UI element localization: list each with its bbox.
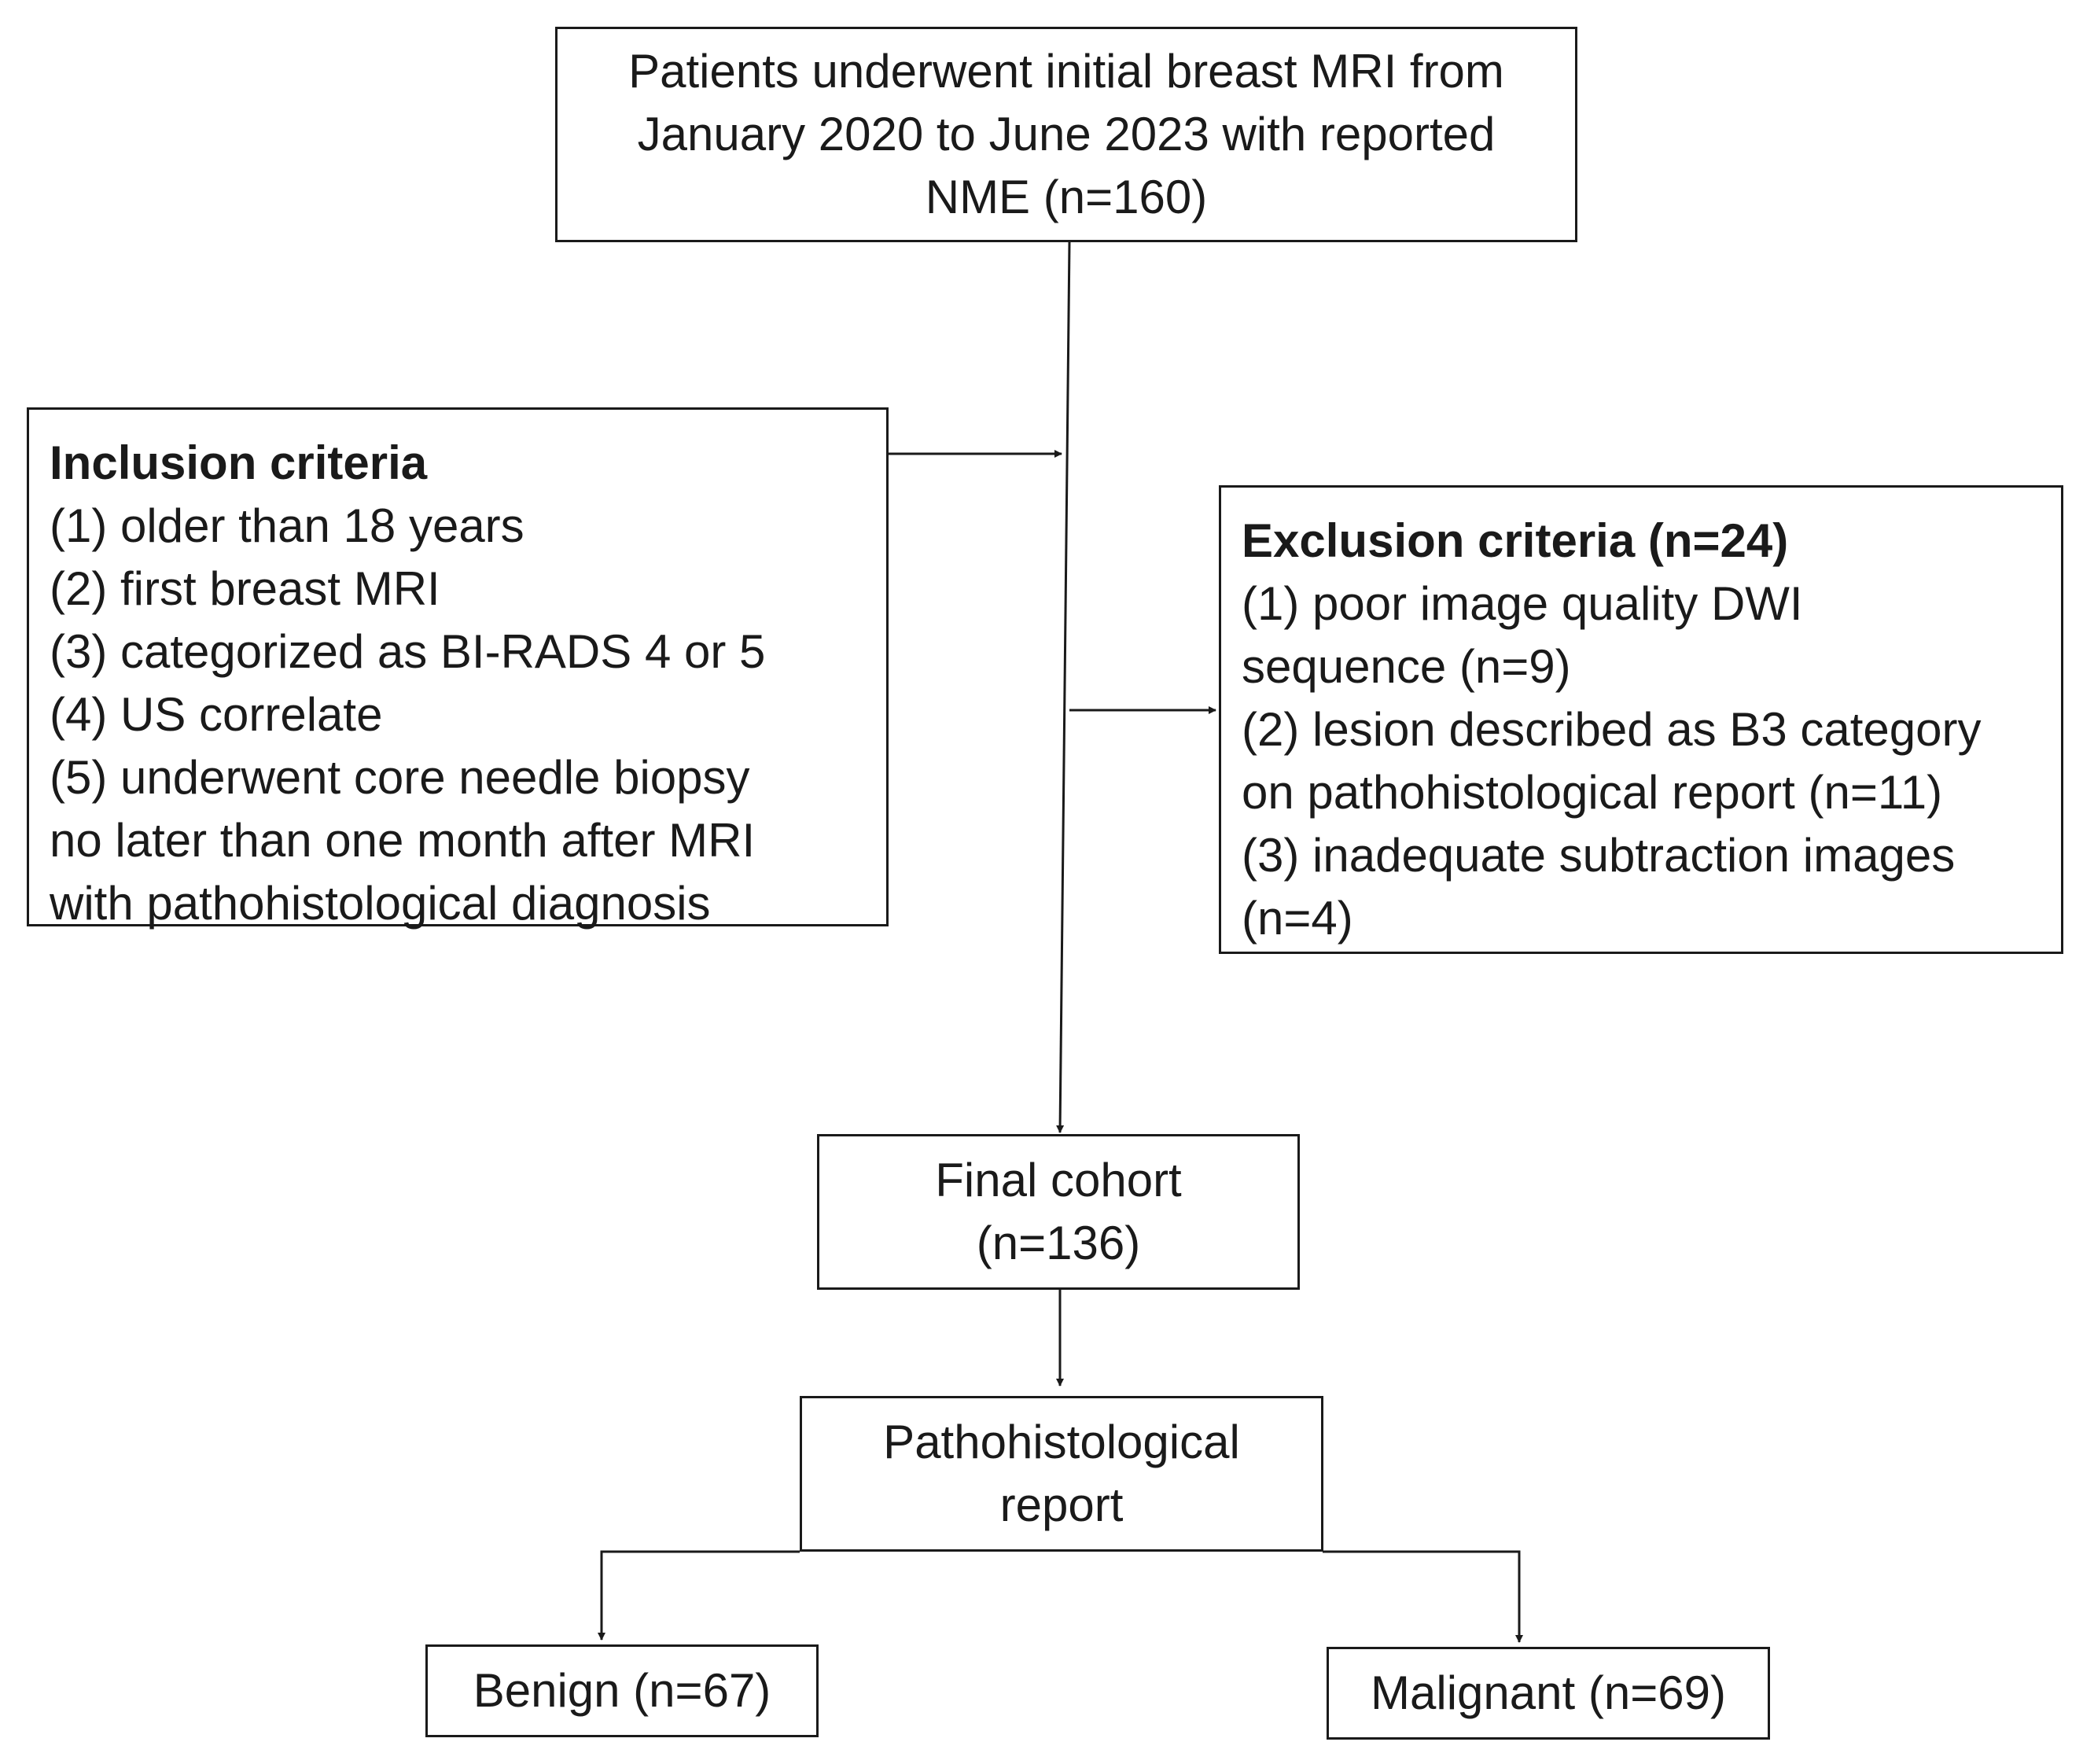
start-box: Patients underwent initial breast MRI fr… [555, 27, 1577, 242]
report-line: report [999, 1479, 1124, 1531]
start-box-line: Patients underwent initial breast MRI fr… [628, 45, 1504, 98]
final-cohort-line: (n=136) [976, 1217, 1141, 1269]
exclusion-criteria-item: on pathohistological report (n=11) [1242, 766, 1943, 819]
exclusion-criteria-item: (n=4) [1242, 892, 1353, 945]
exclusion-criteria-item: (2) lesion described as B3 category [1242, 703, 1982, 756]
exclusion-criteria-box: Exclusion criteria (n=24) (1) poor image… [1219, 485, 2063, 954]
inclusion-criteria-title: Inclusion criteria [50, 436, 428, 489]
arrow-report-to-malignant [1323, 1550, 1523, 1643]
malignant-box: Malignant (n=69) [1327, 1647, 1770, 1740]
pathohistological-report-box: Pathohistological report [800, 1396, 1323, 1552]
final-cohort-line: Final cohort [935, 1154, 1182, 1206]
inclusion-criteria-item: (4) US correlate [50, 688, 383, 741]
inclusion-criteria-item: (3) categorized as BI-RADS 4 or 5 [50, 625, 766, 678]
exclusion-criteria-title: Exclusion criteria (n=24) [1242, 514, 1789, 567]
inclusion-criteria-box: Inclusion criteria (1) older than 18 yea… [27, 407, 889, 930]
report-line: Pathohistological [883, 1416, 1240, 1468]
exclusion-criteria-item: (3) inadequate subtraction images [1242, 829, 1956, 882]
final-cohort-box: Final cohort (n=136) [817, 1134, 1300, 1290]
benign-label: Benign (n=67) [473, 1664, 771, 1717]
inclusion-criteria-item: (5) underwent core needle biopsy [50, 751, 750, 804]
inclusion-criteria-item: (1) older than 18 years [50, 499, 524, 552]
malignant-label: Malignant (n=69) [1371, 1666, 1726, 1719]
arrow-start-to-final-cohort [1056, 241, 1071, 1133]
arrow-report-to-benign [598, 1550, 800, 1641]
exclusion-criteria-item: (1) poor image quality DWI [1242, 577, 1803, 630]
inclusion-criteria-item: with pathohistological diagnosis [50, 877, 711, 930]
exclusion-criteria-item: sequence (n=9) [1242, 640, 1571, 693]
start-box-line: January 2020 to June 2023 with reported [637, 108, 1496, 160]
inclusion-criteria-item: (2) first breast MRI [50, 562, 440, 615]
start-box-line: NME (n=160) [925, 171, 1208, 223]
inclusion-criteria-item: no later than one month after MRI [50, 814, 756, 867]
benign-box: Benign (n=67) [425, 1644, 819, 1737]
